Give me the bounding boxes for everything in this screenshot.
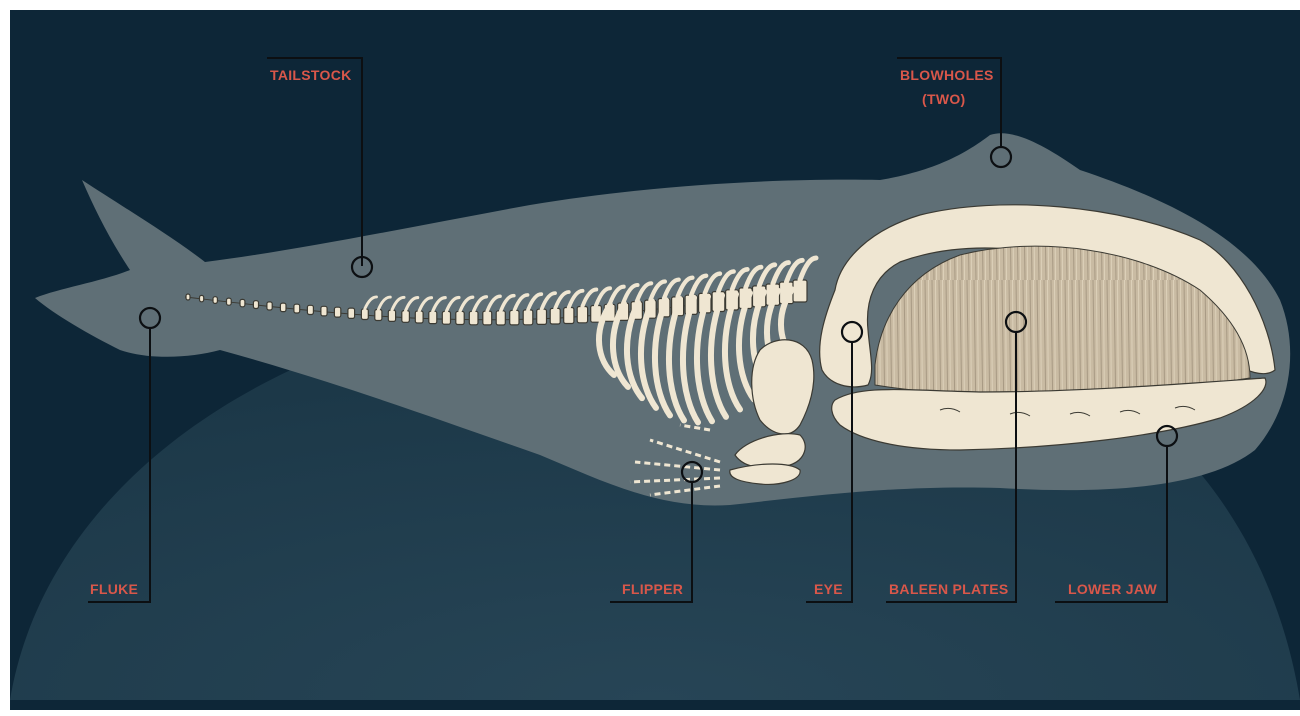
vertebra (429, 311, 437, 323)
vertebra (361, 309, 368, 320)
vertebra (348, 308, 355, 318)
vertebra (280, 303, 286, 312)
vertebra (213, 297, 217, 304)
label-blowholes: BLOWHOLES (900, 67, 994, 83)
vertebra (577, 307, 587, 323)
vertebra (375, 310, 382, 321)
vertebra (388, 310, 395, 321)
vertebra (186, 294, 190, 300)
vertebra (267, 302, 272, 310)
vertebra (510, 310, 519, 325)
label-flipper: FLIPPER (622, 581, 683, 597)
label-fluke: FLUKE (90, 581, 138, 597)
vertebra (496, 311, 505, 325)
label-baleen-plates: BALEEN PLATES (889, 581, 1009, 597)
vertebra (793, 280, 807, 302)
vertebra (402, 311, 410, 323)
vertebra (334, 307, 340, 317)
vertebra (321, 306, 327, 316)
vertebra (483, 311, 492, 325)
label-eye: EYE (814, 581, 843, 597)
vertebra (564, 308, 574, 324)
vertebra (200, 295, 204, 301)
vertebra (537, 309, 547, 324)
vertebra (307, 305, 313, 314)
vertebra (415, 311, 423, 323)
vertebra (240, 299, 245, 306)
label-tailstock: TAILSTOCK (270, 67, 352, 83)
vertebra (550, 308, 560, 324)
vertebra (523, 310, 533, 325)
label-lower-jaw: LOWER JAW (1068, 581, 1158, 597)
vertebra (442, 311, 450, 324)
vertebra (469, 311, 478, 325)
vertebra (294, 304, 300, 313)
vertebra (227, 298, 232, 305)
label-blowholes-two: (TWO) (922, 91, 965, 107)
vertebra (253, 301, 258, 309)
vertebra (456, 311, 464, 324)
